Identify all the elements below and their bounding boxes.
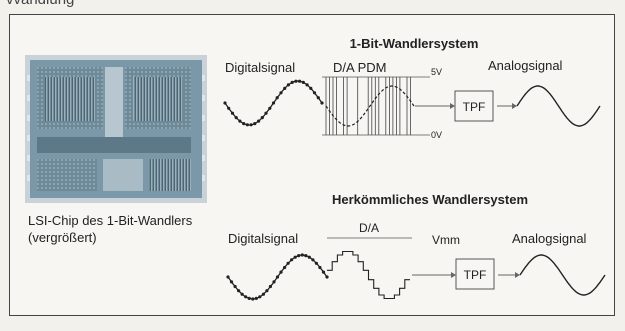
sample-dot xyxy=(294,256,297,259)
sample-dot xyxy=(325,275,328,278)
sample-dot xyxy=(298,80,301,83)
one-bit-bottom-voltage: 0V xyxy=(431,130,442,140)
sample-dot xyxy=(297,254,300,257)
one-bit-input-label: Digitalsignal xyxy=(225,60,295,75)
sample-dot xyxy=(265,289,268,292)
sample-dot xyxy=(226,275,229,278)
one-bit-converter-label: D/A PDM xyxy=(333,60,386,75)
sample-dot xyxy=(311,258,314,261)
sample-dot xyxy=(253,122,256,125)
sample-dot xyxy=(248,297,251,300)
sample-dot xyxy=(250,123,253,126)
sample-dot xyxy=(317,96,320,99)
sample-dot xyxy=(283,87,286,90)
sample-dot xyxy=(258,295,261,298)
sample-dot xyxy=(223,101,226,104)
sample-dot xyxy=(268,107,271,110)
sample-dot xyxy=(290,258,293,261)
sample-dot xyxy=(304,254,307,257)
sample-dot xyxy=(276,275,279,278)
sample-dot xyxy=(242,122,245,125)
figure-frame: LSI-Chip des 1-Bit-Wandlers (vergrößert)… xyxy=(9,14,615,316)
conventional-staircase-wave xyxy=(327,252,410,299)
sample-dot xyxy=(283,266,286,269)
sample-dot xyxy=(279,271,282,274)
sample-dot xyxy=(246,123,249,126)
conventional-output-label: Analogsignal xyxy=(512,231,587,246)
sample-dot xyxy=(320,101,323,104)
sample-dot xyxy=(230,280,233,283)
sample-dot xyxy=(318,266,321,269)
one-bit-title: 1-Bit-Wandlersystem xyxy=(350,36,479,51)
sample-dot xyxy=(309,87,312,90)
sample-dot xyxy=(287,262,290,265)
sample-dot xyxy=(244,295,247,298)
sample-dot xyxy=(294,80,297,83)
sample-dot xyxy=(322,271,325,274)
sample-dot xyxy=(272,101,275,104)
sample-dot xyxy=(238,120,241,123)
conventional-input-label: Digitalsignal xyxy=(228,231,298,246)
sample-dot xyxy=(261,116,264,119)
sample-dot xyxy=(306,83,309,86)
sample-dot xyxy=(251,297,254,300)
sample-dot xyxy=(276,96,279,99)
conventional-converter-suffix: Vmm xyxy=(432,233,460,247)
sample-dot xyxy=(269,285,272,288)
sample-dot xyxy=(257,120,260,123)
sample-dot xyxy=(237,289,240,292)
sample-dot xyxy=(315,262,318,265)
sample-dot xyxy=(235,116,238,119)
page-header-fragment: vvandlung xyxy=(0,0,625,9)
sample-dot xyxy=(231,112,234,115)
sample-dot xyxy=(279,91,282,94)
sample-dot xyxy=(255,297,258,300)
sample-dot xyxy=(313,91,316,94)
one-bit-analog-wave xyxy=(517,86,600,126)
converter-diagram: 1-Bit-Wandlersystem Digitalsignal D/A PD… xyxy=(10,15,615,316)
one-bit-top-voltage: 5V xyxy=(431,67,442,77)
sample-dot xyxy=(308,256,311,259)
conventional-sample-dots xyxy=(226,253,328,300)
conventional-converter-label: D/A xyxy=(359,221,379,235)
one-bit-output-label: Analogsignal xyxy=(488,58,563,73)
sample-dot xyxy=(227,107,230,110)
sample-dot xyxy=(301,253,304,256)
sample-dot xyxy=(287,83,290,86)
pdm-pulse-block xyxy=(322,77,430,135)
conventional-title: Herkömmliches Wandlersystem xyxy=(332,192,528,207)
sample-dot xyxy=(262,293,265,296)
sample-dot xyxy=(302,81,305,84)
one-bit-filter-label: TPF xyxy=(463,100,486,114)
sample-dot xyxy=(234,285,237,288)
conventional-filter-label: TPF xyxy=(464,268,487,282)
conventional-analog-wave xyxy=(520,255,605,295)
sample-dot xyxy=(241,293,244,296)
sample-dot xyxy=(264,112,267,115)
sample-dot xyxy=(291,81,294,84)
sample-dot xyxy=(272,280,275,283)
